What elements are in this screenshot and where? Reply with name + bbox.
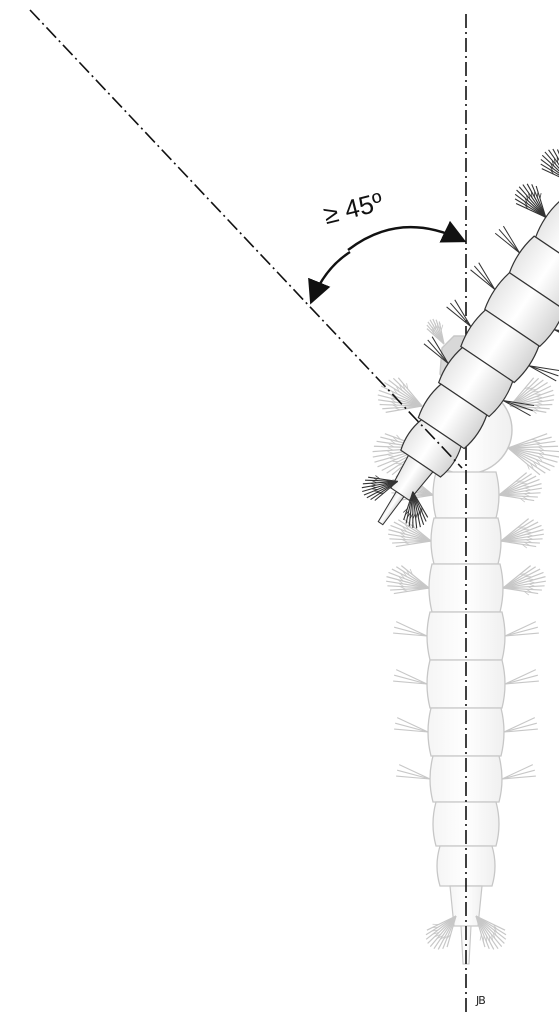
tilted-axis-line xyxy=(30,10,462,468)
abdomen-tuft-icon xyxy=(536,143,559,186)
abdomen-bristle-icon xyxy=(504,718,538,732)
abdomen-bristle-icon xyxy=(502,765,536,779)
abdomen-tuft-icon xyxy=(386,566,429,594)
abdomen-tuft-icon xyxy=(501,519,544,548)
abdomen-tuft-icon xyxy=(503,566,546,595)
angle-arc-arrow xyxy=(348,227,462,250)
abdomen-bristle-icon xyxy=(394,718,428,732)
abdomen-bristle-icon xyxy=(505,622,539,636)
antenna-tuft-icon xyxy=(427,319,444,344)
abdomen-bristle-icon xyxy=(393,622,427,636)
angle-arc-arrow-start xyxy=(312,252,350,300)
thorax-tuft-icon xyxy=(508,434,559,475)
anal-tuft-icon xyxy=(426,916,456,949)
abdomen-bristle-icon xyxy=(393,670,427,684)
artist-signature: JB xyxy=(476,994,485,1007)
abdomen-tuft-icon xyxy=(499,473,542,502)
abdomen-bristle-icon xyxy=(396,765,430,779)
anal-tuft-icon xyxy=(476,916,506,949)
abdomen-bristle-icon xyxy=(505,670,539,684)
thorax-tuft-icon xyxy=(378,378,422,413)
